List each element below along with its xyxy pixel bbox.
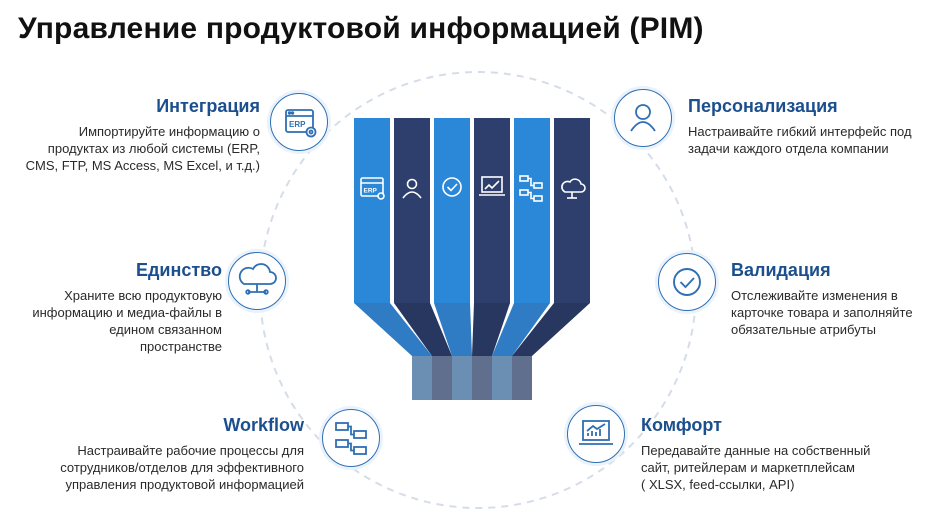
comfort-line-3: ( XLSX, feed-ссылки, API) (641, 477, 795, 492)
column-flowchart-icon (519, 175, 543, 202)
cloud-network-icon (228, 252, 286, 310)
laptop-chart-icon (567, 405, 625, 463)
column-icons: ERP (360, 175, 586, 202)
column-cloud-icon (561, 178, 586, 199)
check-circle-icon (658, 253, 716, 311)
integration-erp-label: ERP (289, 120, 306, 129)
workflow-line-1: Настраивайте рабочие процессы для (77, 443, 304, 458)
unity-block: Единство Храните всю продуктовую информа… (2, 260, 222, 355)
column-erp-label: ERP (364, 188, 378, 195)
comfort-line-2: сайт, ритейлерам и маркетплейсам (641, 460, 855, 475)
user-icon (614, 89, 672, 147)
validation-block: Валидация Отслеживайте изменения в карто… (731, 260, 931, 338)
funnel-taper-4 (472, 303, 510, 356)
integration-erp-icon: ERP (270, 93, 328, 151)
funnel (354, 118, 590, 400)
funnel-stub-6 (512, 356, 532, 400)
unity-text: Храните всю продуктовую информацию и мед… (2, 287, 222, 355)
personalization-heading: Персонализация (688, 96, 838, 116)
workflow-text: Настраивайте рабочие процессы для сотруд… (4, 442, 304, 493)
integration-heading: Интеграция (156, 96, 260, 116)
personalization-text: Настраивайте гибкий интерфейс под задачи… (688, 123, 928, 157)
funnel-stub-4 (472, 356, 492, 400)
funnel-taper-3 (434, 303, 472, 356)
funnel-column-5 (514, 118, 550, 303)
funnel-column-1 (354, 118, 390, 303)
personalization-line-2: задачи каждого отдела компании (688, 141, 889, 156)
column-laptop-chart-icon (479, 176, 505, 196)
funnel-stub-5 (492, 356, 512, 400)
funnel-taper-5 (492, 303, 550, 356)
personalization-block: Персонализация Настраивайте гибкий интер… (688, 96, 928, 157)
comfort-heading: Комфорт (641, 415, 722, 435)
column-user-icon (402, 178, 422, 199)
unity-line-1: Храните всю продуктовую (64, 288, 222, 303)
comfort-block: Комфорт Передавайте данные на собственны… (641, 415, 931, 493)
workflow-block: Workflow Настраивайте рабочие процессы д… (4, 415, 304, 493)
page-title: Управление продуктовой информацией (PIM) (18, 12, 704, 45)
funnel-taper-2 (394, 303, 452, 356)
integration-line-2: продуктах из любой системы (ERP, (47, 141, 260, 156)
funnel-column-6 (554, 118, 590, 303)
comfort-text: Передавайте данные на собственный сайт, … (641, 442, 931, 493)
integration-line-3: CMS, FTP, MS Access, MS Excel, и т.д.) (25, 158, 260, 173)
validation-heading: Валидация (731, 260, 831, 280)
funnel-taper-1 (354, 303, 432, 356)
integration-text: Импортируйте информацию о продуктах из л… (0, 123, 260, 174)
validation-text: Отслеживайте изменения в карточке товара… (731, 287, 931, 338)
column-erp-icon: ERP (360, 177, 385, 200)
funnel-taper-6 (512, 303, 590, 356)
integration-block: Интеграция Импортируйте информацию о про… (0, 96, 260, 174)
funnel-stub-1 (412, 356, 432, 400)
unity-line-3: едином связанном (109, 322, 222, 337)
funnel-stub-3 (452, 356, 472, 400)
workflow-heading: Workflow (223, 415, 304, 435)
funnel-stub-2 (432, 356, 452, 400)
unity-line-2: информацию и медиа-файлы в (32, 305, 222, 320)
funnel-column-2 (394, 118, 430, 303)
column-check-icon (442, 177, 462, 197)
validation-line-2: карточке товара и заполняйте (731, 305, 913, 320)
workflow-line-3: управления продуктовой информацией (65, 477, 304, 492)
funnel-column-3 (434, 118, 470, 303)
validation-line-3: обязательные атрибуты (731, 322, 877, 337)
flowchart-icon (322, 409, 380, 467)
unity-line-4: пространстве (139, 339, 222, 354)
validation-line-1: Отслеживайте изменения в (731, 288, 898, 303)
integration-line-1: Импортируйте информацию о (78, 124, 260, 139)
personalization-line-1: Настраивайте гибкий интерфейс под (688, 124, 912, 139)
comfort-line-1: Передавайте данные на собственный (641, 443, 871, 458)
funnel-column-4 (474, 118, 510, 303)
unity-heading: Единство (135, 260, 222, 280)
workflow-line-2: сотрудников/отделов для эффективного (60, 460, 304, 475)
